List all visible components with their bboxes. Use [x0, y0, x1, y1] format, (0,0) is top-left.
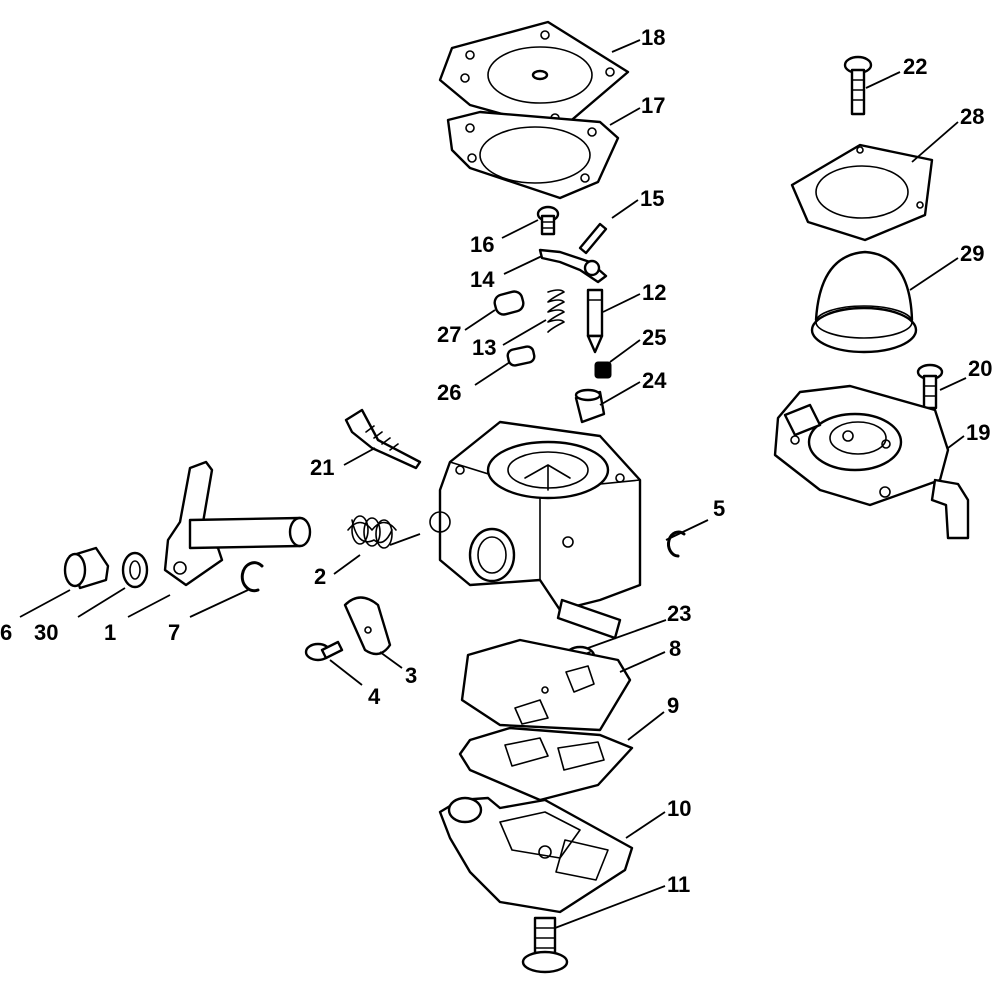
part-19-primer-housing: [773, 384, 970, 540]
callout-17: 17: [641, 93, 665, 118]
callout-13: 13: [472, 335, 496, 360]
part-2-spring: [347, 515, 397, 549]
callout-3: 3: [405, 663, 417, 688]
callout-28: 28: [960, 104, 984, 129]
callout-10: 10: [667, 796, 691, 821]
callout-25: 25: [642, 325, 666, 350]
part-1-throttle-shaft: [163, 460, 312, 587]
part-8-pump-diaphragm: [460, 638, 632, 732]
part-10-pump-cover: [438, 796, 634, 914]
part-15-pin: [578, 222, 608, 255]
part-3-throttle-valve: [343, 596, 392, 656]
callout-23: 23: [667, 601, 691, 626]
part-14-inlet-lever: [538, 248, 608, 284]
part-12-inlet-needle: [586, 288, 604, 354]
callout-14: 14: [470, 267, 495, 292]
part-25-nut: [594, 361, 612, 379]
callout-labels: 18 17 15 16 14 12 27 13 25 26 24 21 2 6 …: [0, 25, 992, 897]
callout-1: 1: [104, 620, 116, 645]
callout-24: 24: [642, 368, 667, 393]
part-24-bushing: [574, 388, 606, 424]
callout-15: 15: [640, 186, 664, 211]
callout-2: 2: [314, 564, 326, 589]
part-17-gasket: [446, 110, 620, 200]
callout-11: 11: [667, 872, 690, 897]
callout-29: 29: [960, 241, 984, 266]
callout-26: 26: [437, 380, 461, 405]
part-22-screw: [843, 55, 873, 116]
callout-27: 27: [437, 322, 461, 347]
part-16-screw: [536, 205, 560, 236]
part-11-screw: [521, 916, 569, 974]
callout-30: 30: [34, 620, 58, 645]
callout-20: 20: [968, 356, 992, 381]
callout-21: 21: [310, 455, 334, 480]
callout-7: 7: [168, 620, 180, 645]
callout-16: 16: [470, 232, 494, 257]
callout-9: 9: [667, 693, 679, 718]
callout-12: 12: [642, 280, 666, 305]
part-9-gasket: [458, 726, 634, 802]
part-29-primer-bulb: [810, 250, 918, 354]
callout-18: 18: [641, 25, 665, 50]
carburetor-body: [429, 420, 642, 640]
part-13-spring: [547, 289, 565, 333]
part-5-circlip: [667, 530, 686, 558]
part-4-screw: [304, 640, 344, 662]
part-6-bushing: [63, 546, 110, 590]
callout-4: 4: [368, 684, 381, 709]
callout-6: 6: [0, 620, 12, 645]
part-27-plug: [493, 290, 525, 316]
part-20-screw: [916, 363, 944, 410]
part-28-flange: [790, 143, 934, 242]
part-21-adjusting-screw: [344, 408, 422, 470]
part-30-washer: [121, 551, 149, 589]
callout-22: 22: [903, 54, 927, 79]
part-7-circlip: [240, 561, 264, 593]
leader-lines: [19, 39, 967, 929]
callout-19: 19: [966, 420, 990, 445]
callout-5: 5: [713, 496, 725, 521]
part-26-plug: [506, 345, 536, 367]
callout-8: 8: [669, 636, 681, 661]
